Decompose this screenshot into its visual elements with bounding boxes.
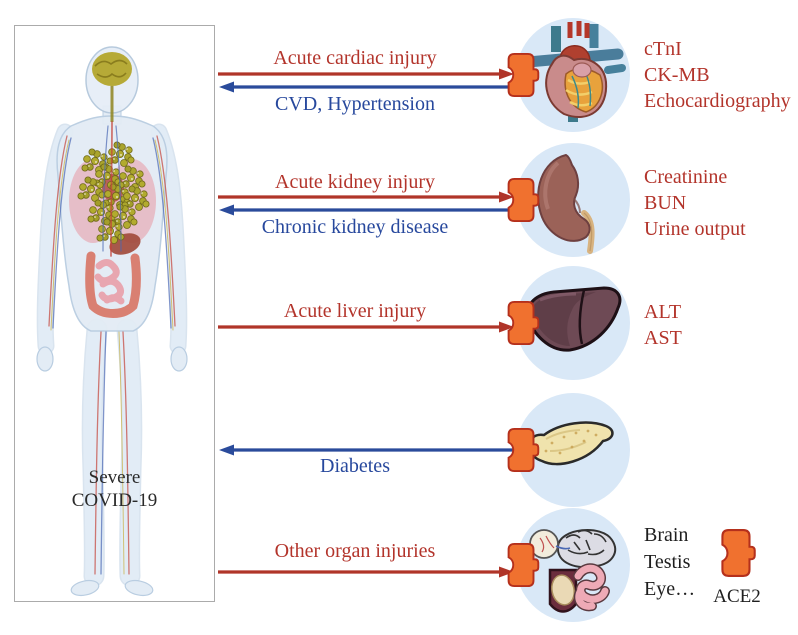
label-chronic-kidney-disease: Chronic kidney disease	[261, 216, 449, 238]
ace2-receptor-icon	[507, 300, 540, 346]
other-organ-item: Eye…	[644, 578, 696, 600]
ace2-label: ACE2	[713, 586, 761, 607]
biomarker-item: Echocardiography	[644, 90, 791, 112]
liver-organ-icon	[526, 286, 622, 352]
label-acute-cardiac-injury: Acute cardiac injury	[273, 47, 437, 69]
chronic-kidney-disease-arrow	[219, 204, 515, 216]
acute-kidney-injury-arrow	[218, 191, 514, 203]
other-organs-icon	[529, 528, 617, 613]
ace2-receptor-icon	[507, 542, 540, 588]
biomarker-item: ALT	[644, 301, 682, 323]
other-organ-item: Brain	[644, 524, 689, 546]
label-diabetes: Diabetes	[320, 455, 390, 477]
other-organ-list: Brain Testis Eye…	[644, 522, 695, 603]
biomarker-list-kidney: Creatinine BUN Urine output	[644, 164, 746, 242]
biomarker-item: Urine output	[644, 218, 746, 240]
biomarker-item: Creatinine	[644, 166, 728, 188]
cvd-hypertension-arrow	[219, 81, 515, 93]
severe-covid-label: Severe COVID-19	[15, 466, 214, 512]
ace2-receptor-icon	[507, 177, 540, 223]
ace2-receptor-icon	[721, 529, 756, 577]
biomarker-item: CK-MB	[644, 64, 710, 86]
human-body-illustration	[36, 46, 188, 597]
severe-covid-label-line2: COVID-19	[71, 490, 158, 511]
ace2-receptor-icon	[507, 52, 540, 98]
label-cvd-hypertension: CVD, Hypertension	[275, 93, 435, 115]
organ-circle-heart	[507, 18, 630, 132]
organ-circle-pancreas	[507, 393, 630, 507]
ace2-legend: ACE2	[701, 528, 773, 608]
acute-cardiac-injury-arrow	[218, 68, 514, 80]
severe-covid-label-line1: Severe	[88, 467, 141, 488]
label-other-organ-injuries: Other organ injuries	[274, 540, 436, 562]
label-acute-liver-injury: Acute liver injury	[283, 300, 427, 322]
diabetes-arrow	[219, 444, 515, 456]
severe-covid-body-panel: Severe COVID-19	[14, 25, 215, 602]
biomarker-list-heart: cTnI CK-MB Echocardiography	[644, 36, 791, 114]
organ-circle-kidney	[507, 143, 630, 257]
kidney-organ-icon	[537, 153, 595, 254]
biomarker-item: AST	[644, 327, 682, 349]
pancreas-organ-icon	[528, 421, 614, 466]
organ-circle-liver	[507, 266, 630, 380]
other-organ-injuries-arrow	[218, 566, 514, 578]
heart-organ-icon	[522, 21, 626, 122]
other-organ-item: Testis	[644, 551, 691, 573]
organ-circle-other-organs	[507, 508, 630, 622]
biomarker-list-liver: ALT AST	[644, 299, 682, 351]
biomarker-item: BUN	[644, 192, 687, 214]
label-acute-kidney-injury: Acute kidney injury	[275, 171, 435, 193]
ace2-receptor-icon	[507, 427, 540, 473]
body-vessels	[48, 121, 176, 575]
acute-liver-injury-arrow	[218, 321, 514, 333]
biomarker-item: cTnI	[644, 38, 682, 60]
